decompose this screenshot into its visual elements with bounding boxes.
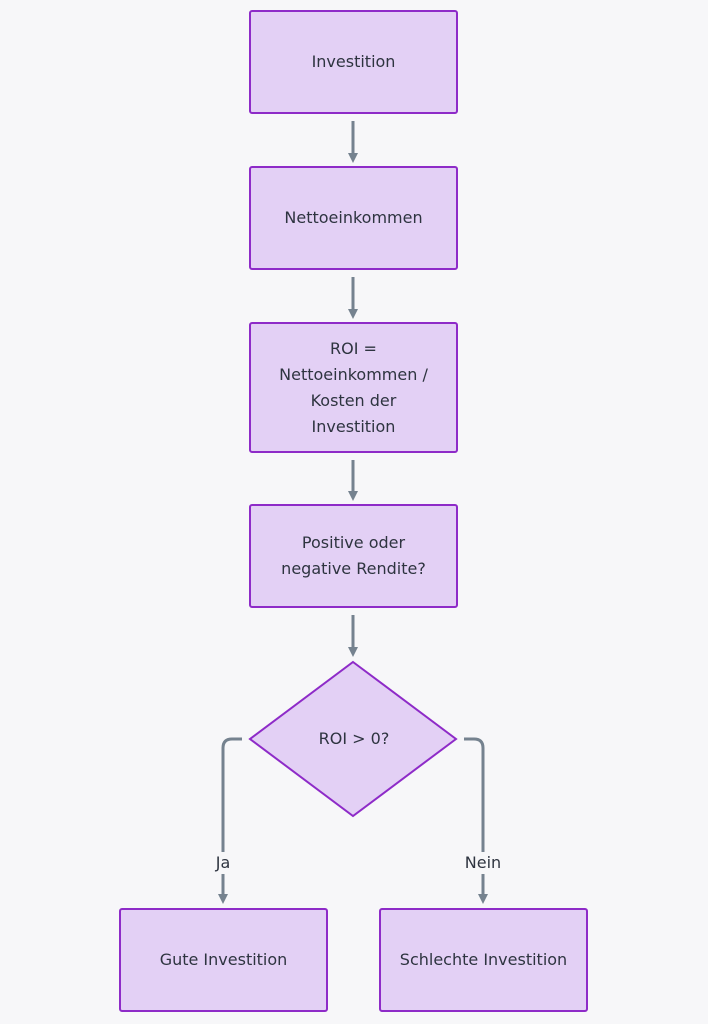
- node-roi-formula: ROI = Nettoeinkommen / Kosten der Invest…: [249, 322, 458, 453]
- node-return-sign: Positive oder negative Rendite?: [249, 504, 458, 608]
- edge-label-no: Nein: [458, 852, 508, 874]
- node-bad-investment: Schlechte Investition: [379, 908, 588, 1012]
- decision-diamond: [248, 660, 458, 818]
- node-good-investment: Gute Investition: [119, 908, 328, 1012]
- arrow-decision-no: [464, 737, 488, 904]
- decision-label: ROI > 0?: [318, 729, 390, 748]
- node-net-income: Nettoeinkommen: [249, 166, 458, 270]
- edge-label-yes: Ja: [198, 852, 248, 874]
- node-investment: Investition: [249, 10, 458, 114]
- arrow-decision-yes: [218, 737, 242, 904]
